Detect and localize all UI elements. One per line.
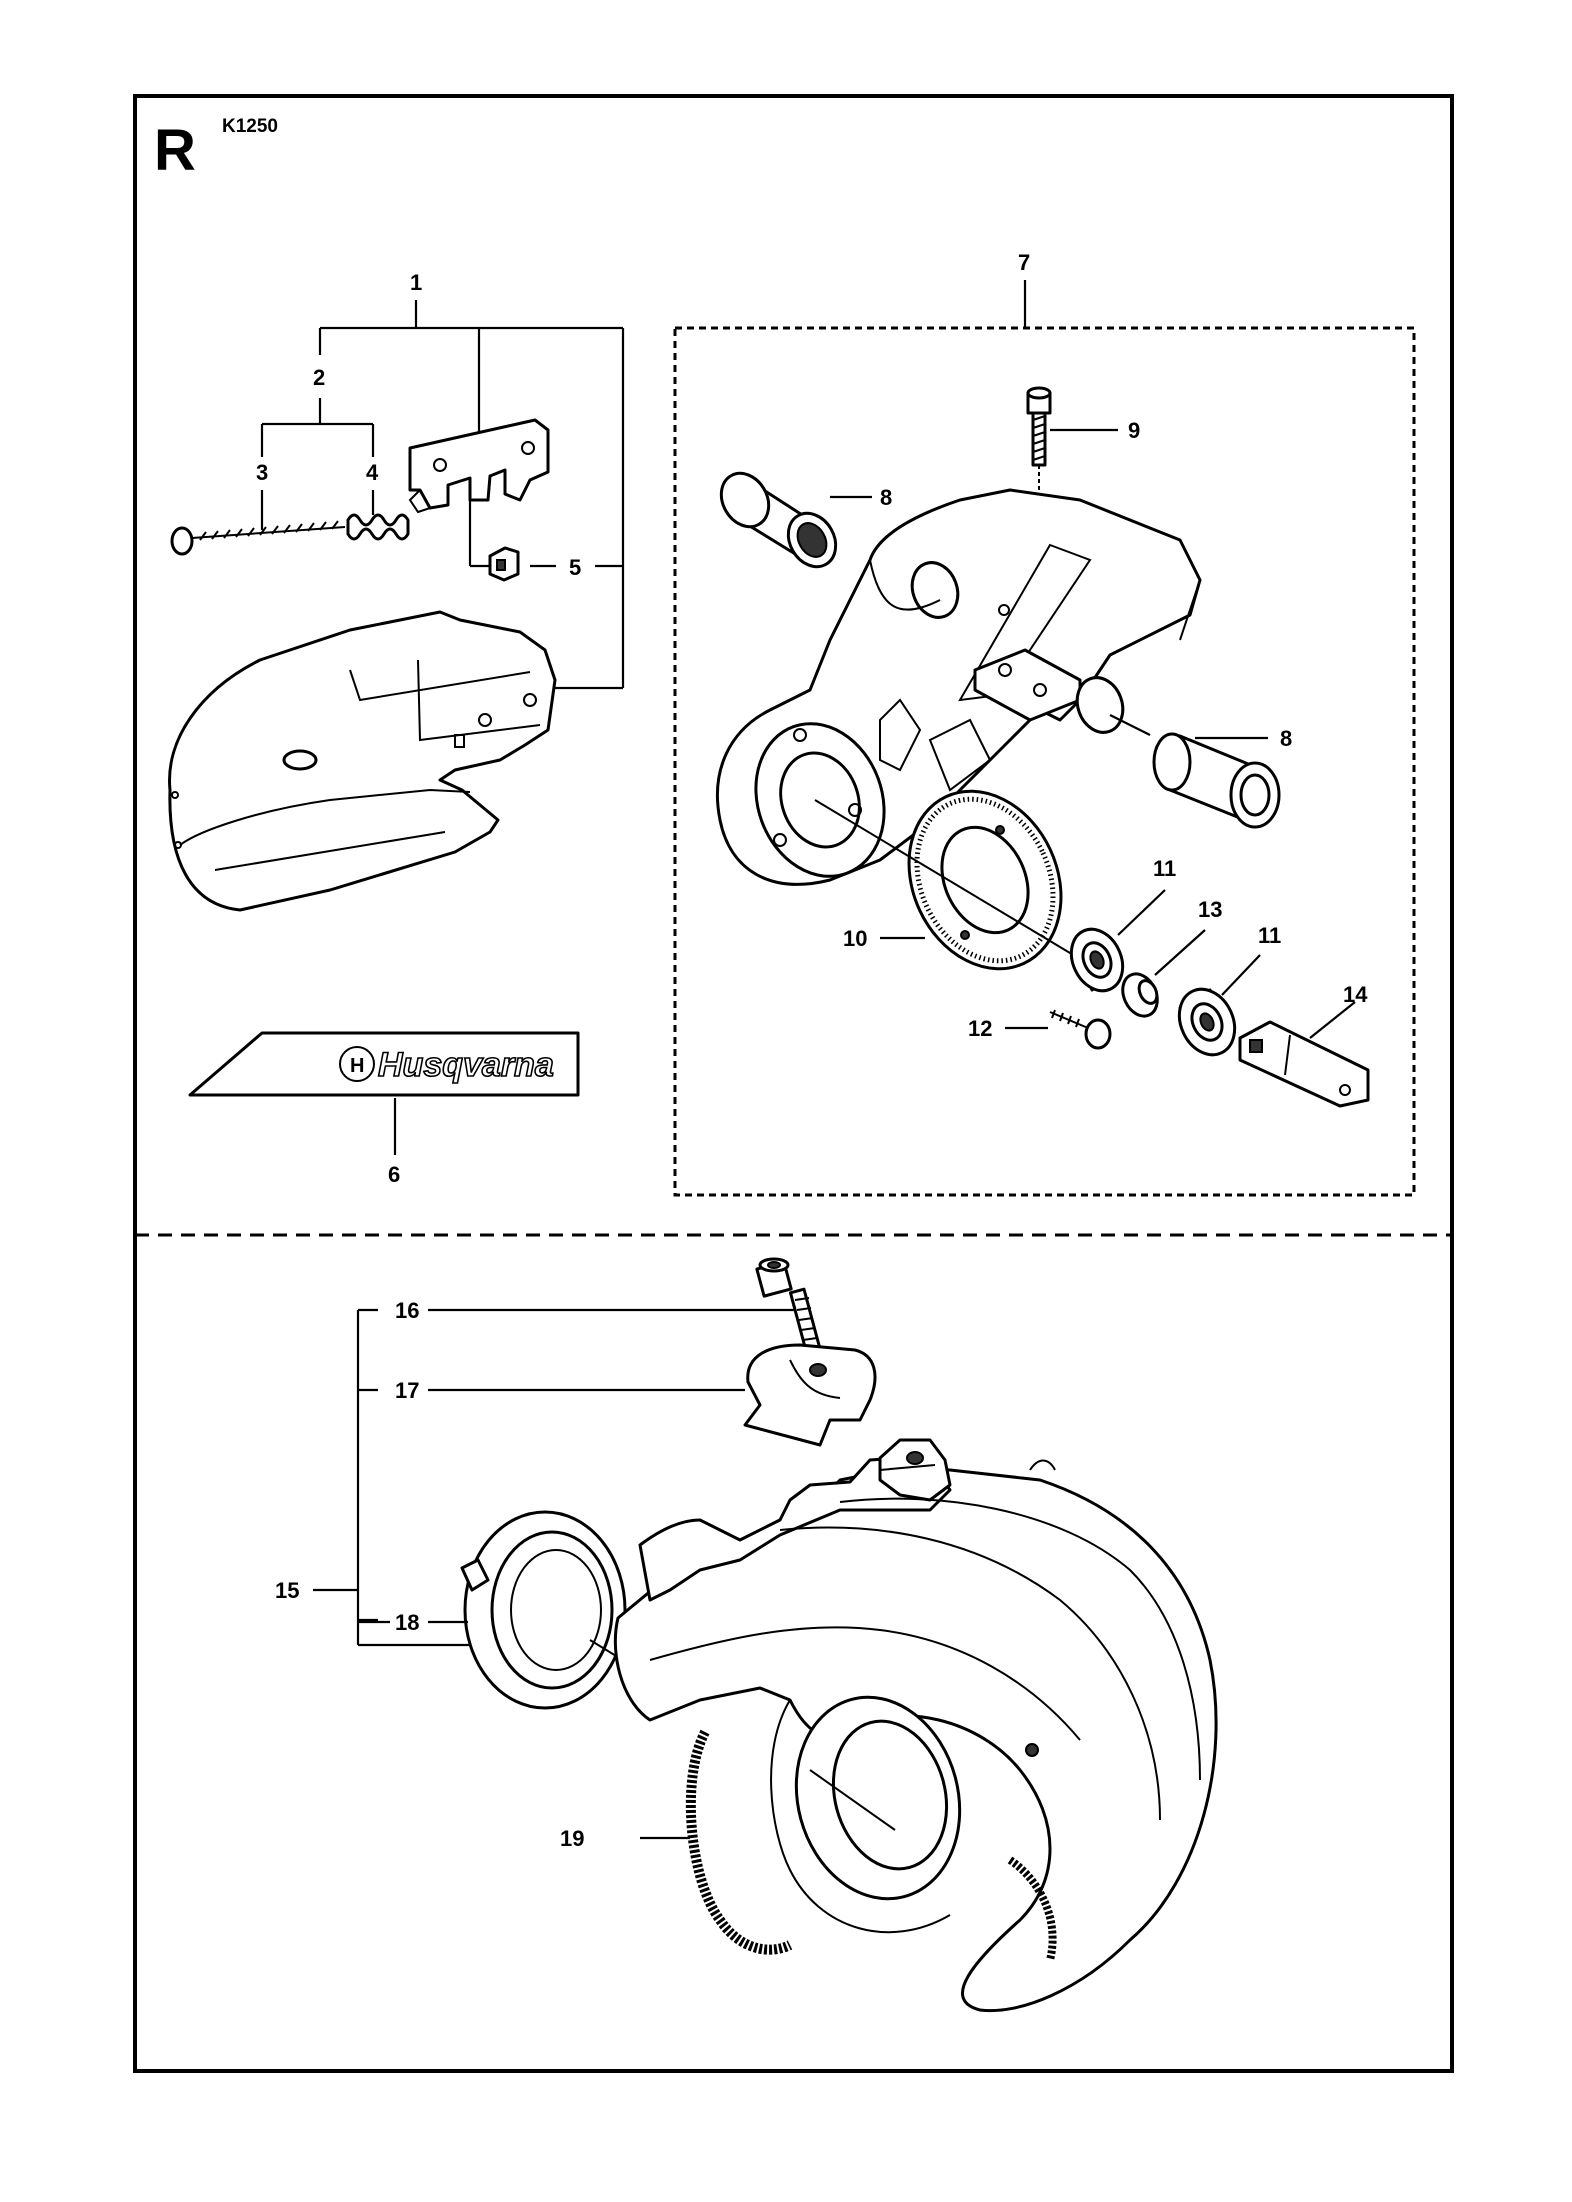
part-belt-guard-cover xyxy=(168,610,557,912)
callout-4: 4 xyxy=(366,460,379,485)
part-cutting-arm xyxy=(715,488,1202,886)
callout-5: 5 xyxy=(569,555,581,580)
part-blade-guard-15 xyxy=(613,1438,1218,2013)
callout-18: 18 xyxy=(395,1610,419,1635)
decal-brand-text: Husqvarna xyxy=(378,1046,554,1084)
part-ring-18 xyxy=(428,1510,689,1710)
part-spacer-13 xyxy=(1121,929,1206,1018)
callout-2: 2 xyxy=(313,365,325,390)
callout-1: 1 xyxy=(410,270,422,295)
part-screw-12 xyxy=(1005,1009,1112,1050)
callout-8-upper: 8 xyxy=(880,485,892,510)
callout-12: 12 xyxy=(968,1016,992,1041)
callout-7: 7 xyxy=(1018,250,1030,275)
part-disc-10 xyxy=(814,789,1086,971)
callout-14: 14 xyxy=(1343,982,1368,1007)
svg-text:H: H xyxy=(350,1055,364,1077)
assembly-7-dashed-box xyxy=(673,326,1416,1197)
part-nut-5 xyxy=(488,546,520,582)
callout-10: 10 xyxy=(843,926,867,951)
part-bearing-11-upper xyxy=(1069,889,1166,993)
callout-9: 9 xyxy=(1128,418,1140,443)
part-decal-6: Husqvarna H xyxy=(188,1031,580,1155)
model-number: K1250 xyxy=(222,116,278,137)
callout-8-lower: 8 xyxy=(1280,726,1292,751)
callout-13: 13 xyxy=(1198,897,1222,922)
part-spring-4 xyxy=(346,513,410,541)
callout-19: 19 xyxy=(560,1826,584,1851)
part-shaft-14 xyxy=(1238,1001,1370,1108)
callout-15: 15 xyxy=(275,1578,299,1603)
callout-11-lower: 11 xyxy=(1258,923,1281,948)
part-bearing-11-lower xyxy=(1177,954,1261,1057)
page-frame xyxy=(133,94,1454,2073)
callout-16: 16 xyxy=(395,1298,419,1323)
section-letter: R xyxy=(154,118,196,183)
part-sleeve-8-upper xyxy=(719,471,872,569)
part-clamp-17 xyxy=(743,1343,877,1447)
callout-3: 3 xyxy=(256,460,268,485)
callout-11-upper: 11 xyxy=(1153,856,1176,881)
callout-17: 17 xyxy=(395,1378,419,1403)
part-bracket-plate xyxy=(408,418,550,514)
part-screw-3 xyxy=(170,520,346,556)
part-sleeve-8-lower xyxy=(1109,714,1281,829)
callout-6: 6 xyxy=(388,1162,400,1187)
part-bolt-16 xyxy=(755,1257,822,1355)
